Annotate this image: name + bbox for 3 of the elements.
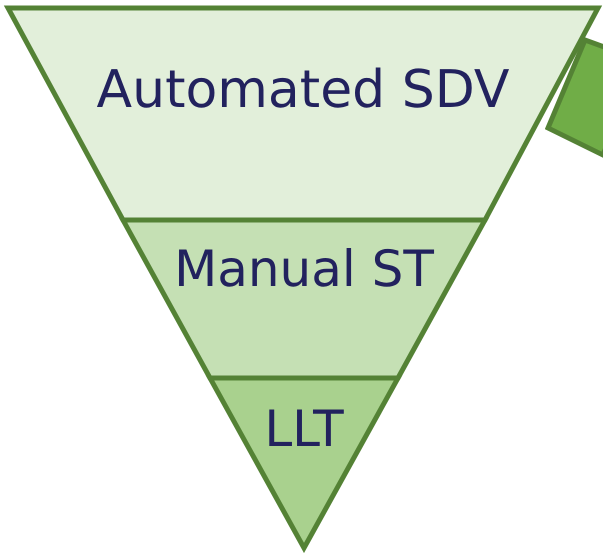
band-label: LLT [264,400,344,458]
band-label: Manual ST [174,240,434,298]
band-label: Automated SDV [96,60,510,120]
